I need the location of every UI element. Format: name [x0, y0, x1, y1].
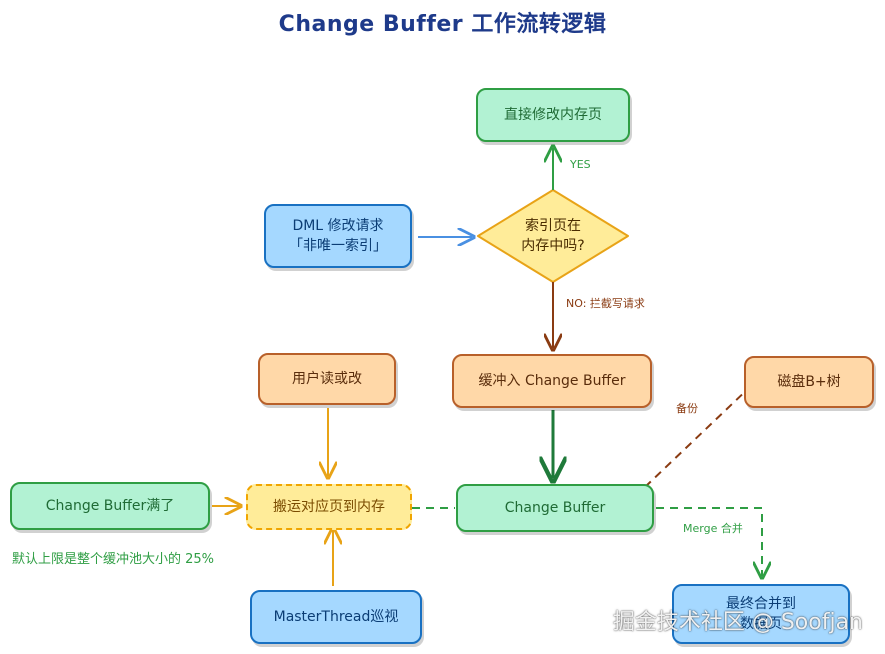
disk-btree-label: 磁盘B+树 [777, 374, 841, 390]
user-read-label: 用户读或改 [292, 371, 362, 387]
load-page-node: 搬运对应页到内存 [246, 484, 412, 530]
buffer-limit-note: 默认上限是整个缓冲池大小的 25% [12, 552, 215, 567]
user-read-node: 用户读或改 [258, 353, 396, 405]
disk-btree-node: 磁盘B+树 [744, 356, 874, 408]
cb-full-node: Change Buffer满了 [10, 482, 210, 530]
dml-request-node: DML 修改请求 「非唯一索引」 [264, 204, 412, 268]
master-thread-node: MasterThread巡视 [250, 590, 422, 644]
yes-label: YES [570, 158, 591, 171]
backup-label: 备份 [676, 402, 698, 415]
master-thread-label: MasterThread巡视 [273, 609, 399, 625]
cb-full-label: Change Buffer满了 [45, 498, 175, 514]
final-merge-label-1: 最终合并到 [726, 596, 796, 612]
no-label: NO: 拦截写请求 [566, 297, 645, 310]
final-merge-node: 最终合并到 数据页 [672, 584, 850, 644]
change-buffer-node: Change Buffer [456, 484, 654, 532]
diagram-title: Change Buffer 工作流转逻辑 [278, 12, 607, 37]
direct-modify-node: 直接修改内存页 [476, 88, 630, 142]
decision-label-1: 索引页在 [525, 218, 581, 234]
backup-line [644, 384, 753, 488]
merge-line [656, 507, 762, 576]
direct-modify-label: 直接修改内存页 [504, 107, 602, 123]
load-page-label: 搬运对应页到内存 [273, 499, 385, 515]
decision-label: 索引页在 内存中吗? [478, 216, 628, 256]
dml-request-label-1: DML 修改请求 [292, 218, 384, 234]
merge-label: Merge 合并 [683, 522, 743, 535]
decision-label-2: 内存中吗? [521, 238, 585, 254]
watermark: 掘金技术社区 @ Soofjan [612, 610, 863, 635]
final-merge-label-2: 数据页 [740, 616, 782, 632]
buffer-into-node: 缓冲入 Change Buffer [452, 354, 652, 408]
change-buffer-label: Change Buffer [504, 500, 606, 516]
dml-request-label-2: 「非唯一索引」 [289, 238, 387, 254]
buffer-into-label: 缓冲入 Change Buffer [478, 373, 626, 389]
